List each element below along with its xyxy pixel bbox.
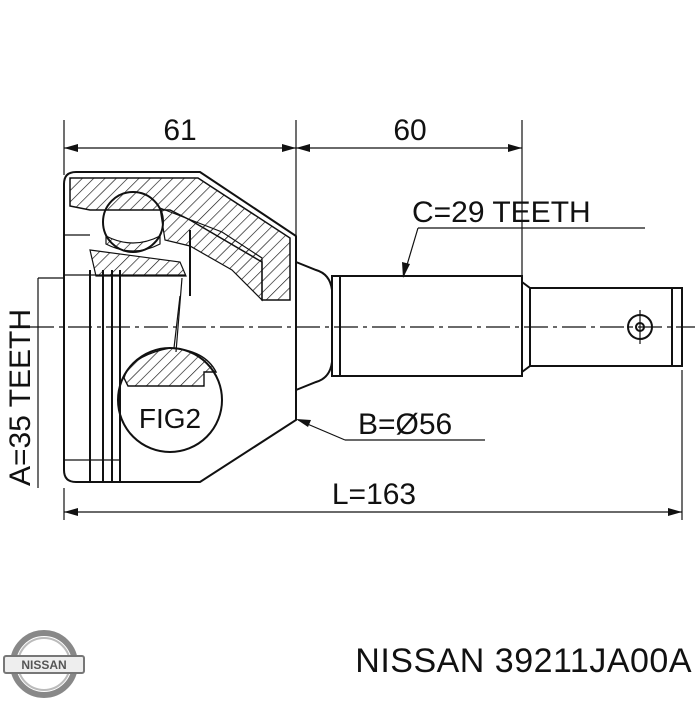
spline-c-callout: C=29 TEETH bbox=[402, 196, 645, 278]
dimension-60-label: 60 bbox=[393, 114, 426, 147]
dimension-length: L=163 bbox=[63, 370, 683, 520]
fig2-label: FIG2 bbox=[139, 403, 201, 434]
joint-housing bbox=[63, 171, 297, 483]
shaft bbox=[295, 261, 683, 391]
logo-text: NISSAN bbox=[21, 658, 66, 672]
spline-c-label: C=29 TEETH bbox=[412, 196, 591, 229]
dimension-61-label: 61 bbox=[163, 114, 196, 147]
length-label: L=163 bbox=[332, 478, 416, 511]
spline-a-callout: A=35 TEETH bbox=[4, 277, 64, 488]
fig2-detail: FIG2 bbox=[117, 295, 223, 453]
part-number: NISSAN 39211JA00A bbox=[355, 642, 692, 680]
diameter-b-label: B=Ø56 bbox=[358, 408, 452, 441]
nissan-logo: NISSAN bbox=[3, 630, 85, 698]
dimension-61: 61 bbox=[63, 114, 297, 235]
diameter-b-callout: B=Ø56 bbox=[296, 408, 485, 441]
dimension-60: 60 bbox=[296, 114, 523, 285]
spline-a-label: A=35 TEETH bbox=[4, 309, 37, 486]
